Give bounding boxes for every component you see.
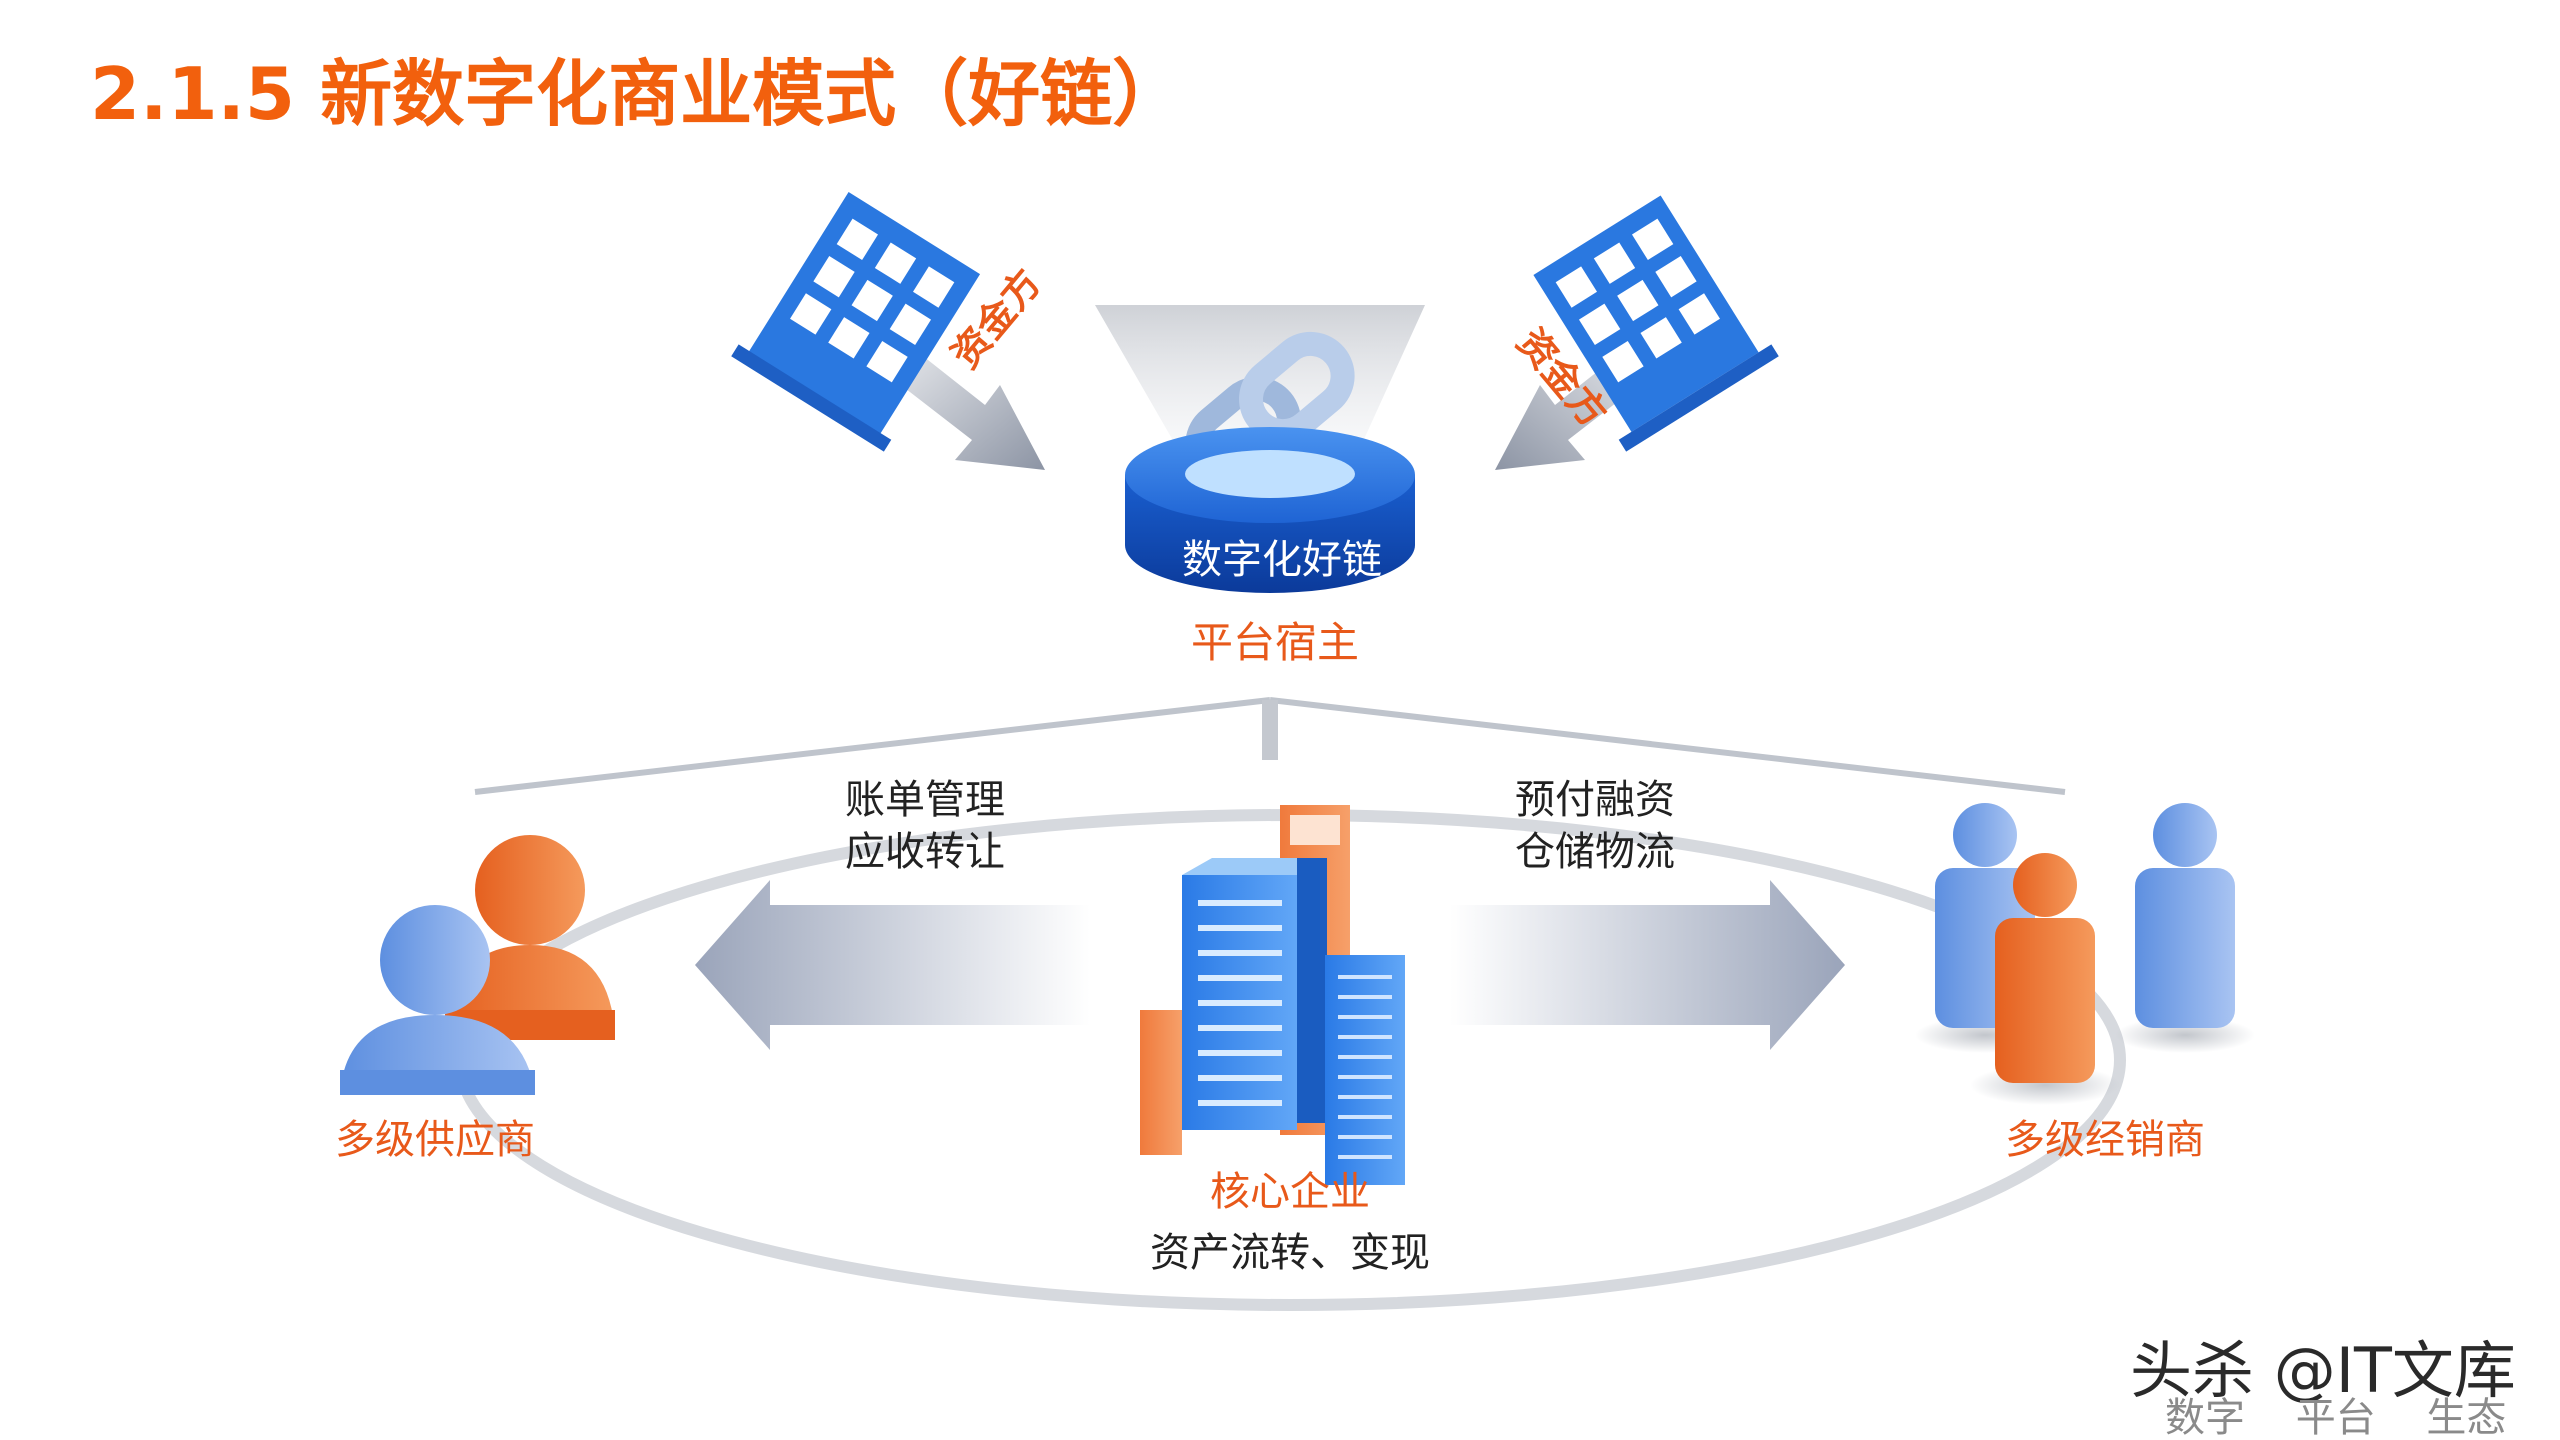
- watermark-text: 头杀 @IT文库: [2130, 1334, 2516, 1407]
- dealer-label: 多级经销商: [2005, 1117, 2205, 1163]
- funder-right: [1495, 195, 1779, 470]
- bank-building-icon: [1533, 195, 1779, 452]
- core-enterprise-label: 核心企业: [1210, 1169, 1370, 1215]
- supplier-service-1: 账单管理: [845, 777, 1005, 823]
- dealer-service-1: 预付融资: [1515, 777, 1675, 823]
- page-title: 2.1.5 新数字化商业模式（好链）: [90, 52, 1185, 136]
- people-icon: [340, 835, 615, 1095]
- office-towers-icon: [1140, 805, 1405, 1185]
- platform-name: 数字化好链: [1182, 537, 1382, 583]
- funder-left: [731, 192, 1045, 470]
- arrow-to-suppliers-icon: [695, 880, 1090, 1050]
- platform-role-label: 平台宿主: [1190, 618, 1360, 667]
- supplier-service-2: 应收转让: [845, 829, 1005, 875]
- dealer-service-2: 仓储物流: [1515, 829, 1675, 875]
- platform-cylinder-icon: [1125, 427, 1415, 593]
- connector-lines: [474, 697, 2066, 795]
- arrow-to-dealers-icon: [1450, 880, 1845, 1050]
- core-enterprise-caption: 资产流转、变现: [1150, 1230, 1430, 1276]
- people-group-icon: [1915, 803, 2255, 1105]
- watermark-subtext: 数字 平台 生态: [2165, 1395, 2507, 1440]
- supplier-label: 多级供应商: [335, 1117, 535, 1163]
- bank-building-icon: [731, 192, 981, 452]
